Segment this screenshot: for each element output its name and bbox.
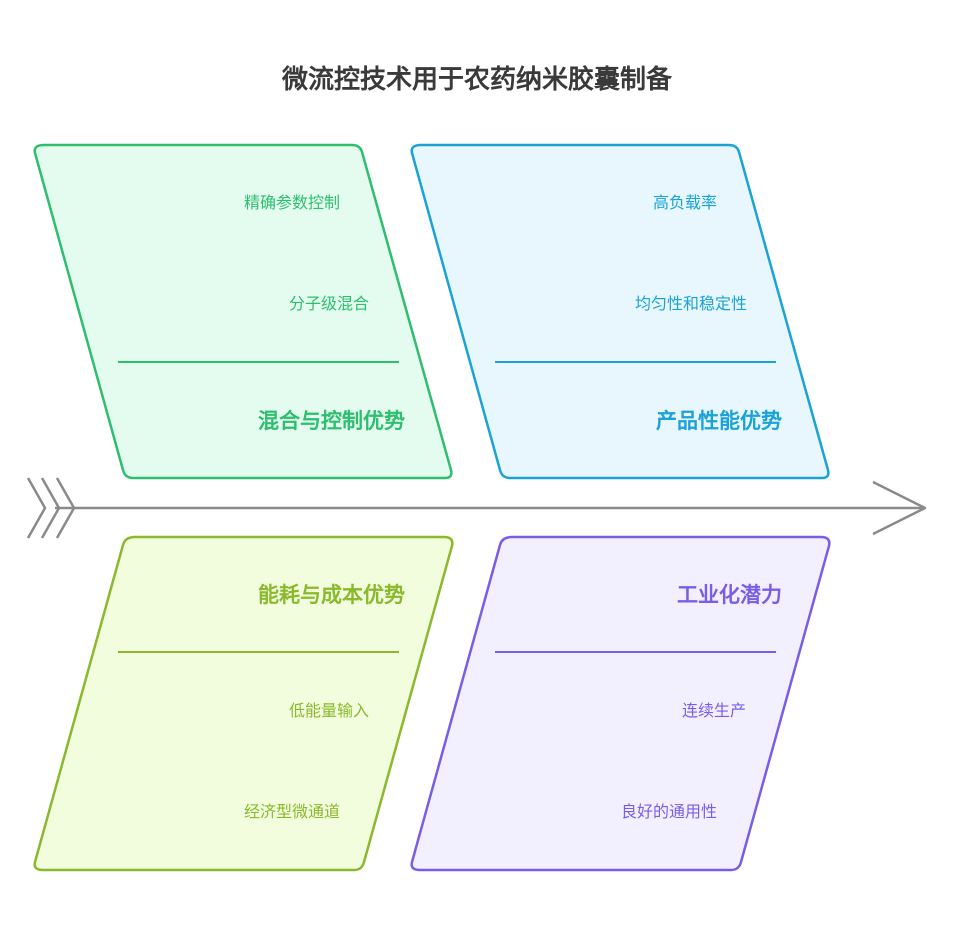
category-heading: 工业化潜力 xyxy=(677,583,782,607)
diagram-title: 微流控技术用于农药纳米胶囊制备 xyxy=(281,64,673,95)
spine xyxy=(26,477,927,539)
cause-item: 连续生产 xyxy=(682,701,746,720)
category-heading: 能耗与成本优势 xyxy=(258,583,405,607)
category-industrial-potential: 工业化潜力 连续生产 良好的通用性 xyxy=(410,535,831,872)
cause-item: 均匀性和稳定性 xyxy=(635,294,747,313)
category-heading: 混合与控制优势 xyxy=(258,409,405,433)
cause-item: 低能量输入 xyxy=(289,701,369,720)
cause-item: 经济型微通道 xyxy=(244,802,340,821)
category-heading: 产品性能优势 xyxy=(656,409,782,433)
cause-item: 精确参数控制 xyxy=(244,193,340,212)
category-energy-cost: 能耗与成本优势 低能量输入 经济型微通道 xyxy=(33,535,454,872)
category-product-performance: 高负载率 均匀性和稳定性 产品性能优势 xyxy=(410,143,830,480)
category-mixing-control: 精确参数控制 分子级混合 混合与控制优势 xyxy=(33,143,453,480)
cause-item: 高负载率 xyxy=(653,193,717,212)
cause-item: 分子级混合 xyxy=(289,294,369,313)
cause-item: 良好的通用性 xyxy=(621,802,717,821)
